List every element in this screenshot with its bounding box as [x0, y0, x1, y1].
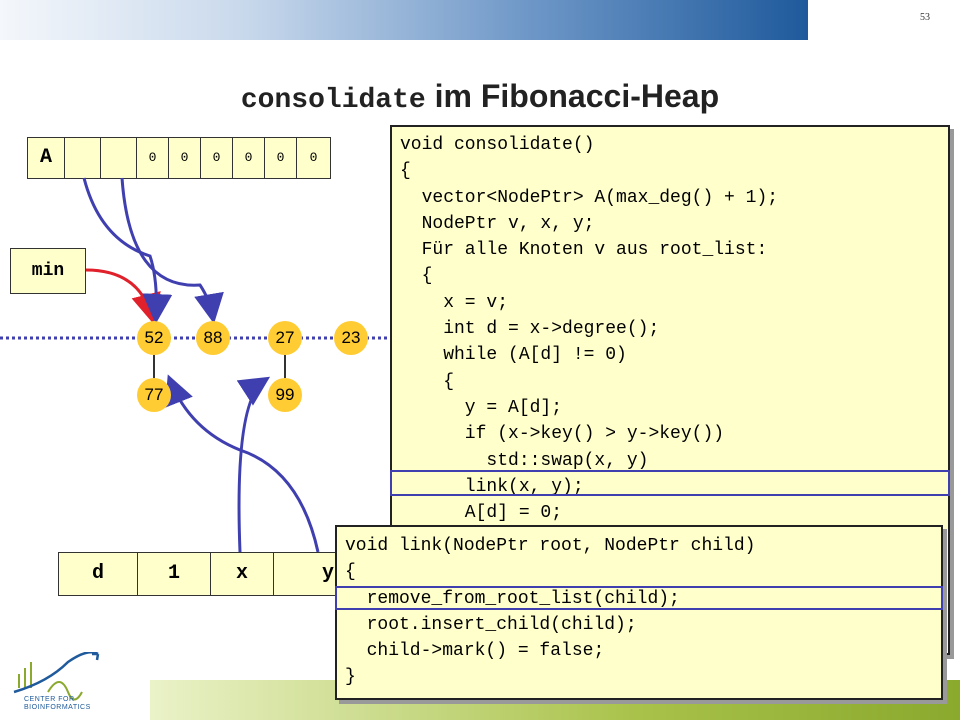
consolidate-code-line: NodePtr v, x, y;	[400, 213, 595, 234]
link-code-box: void link(NodePtr root, NodePtr child) {…	[335, 525, 943, 700]
consolidate-highlight	[390, 470, 950, 496]
min-label: min	[10, 248, 86, 294]
root-node: 23	[334, 321, 368, 355]
consolidate-code-line: Für alle Knoten v aus root_list:	[400, 240, 768, 261]
consolidate-code-line: {	[400, 371, 455, 392]
child-node: 99	[268, 378, 302, 412]
logo-line-2: BIOINFORMATICS	[24, 704, 91, 711]
title-code: consolidate	[240, 85, 426, 116]
link-code-line: void link(NodePtr root, NodePtr child)	[345, 536, 756, 556]
bioinformatics-logo-icon	[13, 652, 100, 701]
consolidate-code-line: link(x, y);	[400, 476, 584, 497]
consolidate-code-line: if (x->key() > y->key())	[400, 424, 725, 445]
consolidate-code-line: std::swap(x, y)	[400, 450, 649, 471]
array-a-cell: 0	[136, 137, 169, 179]
consolidate-code-line: y = A[d];	[400, 397, 563, 418]
consolidate-code: void consolidate() { vector<NodePtr> A(m…	[400, 132, 948, 553]
root-node: 52	[137, 321, 171, 355]
array-a-cell: 0	[168, 137, 201, 179]
min-pointer-arrow	[85, 268, 161, 324]
array-pointer-arrow-2	[120, 177, 224, 324]
x-pointer-arrow	[236, 376, 271, 553]
root-node: 88	[196, 321, 230, 355]
logo-line-1: CENTER FOR	[24, 696, 75, 703]
consolidate-code-line: x = v;	[400, 292, 509, 313]
root-node: 27	[268, 321, 302, 355]
array-a-cell: 0	[296, 137, 331, 179]
consolidate-code-line: {	[400, 161, 411, 182]
var-d-value: 1	[137, 552, 211, 596]
link-highlight	[335, 586, 943, 610]
consolidate-code-line: void consolidate()	[400, 135, 595, 155]
slide-title: consolidate im Fibonacci-Heap	[0, 78, 960, 116]
link-code-line: child->mark() = false;	[345, 641, 605, 662]
header-gradient-bar	[0, 0, 808, 40]
consolidate-code-line: A[d] = 0;	[400, 503, 563, 524]
link-code-line: root.insert_child(child);	[345, 614, 637, 635]
array-a-cell: 0	[264, 137, 297, 179]
var-d-label: d	[58, 552, 138, 596]
link-code-line: remove_from_root_list(child);	[345, 588, 680, 609]
array-a-cell: 0	[200, 137, 233, 179]
consolidate-code-line: while (A[d] != 0)	[400, 345, 627, 366]
child-node: 77	[137, 378, 171, 412]
array-a-cell	[64, 137, 101, 179]
var-x-label: x	[210, 552, 274, 596]
title-text: im Fibonacci-Heap	[425, 78, 720, 114]
consolidate-code-line: int d = x->degree();	[400, 319, 660, 340]
logo-text: CENTER FOR BIOINFORMATICS	[24, 696, 91, 712]
var-y-label: y	[273, 552, 343, 596]
link-code-line: {	[345, 562, 356, 583]
link-code-line: }	[345, 667, 356, 688]
consolidate-code-line: vector<NodePtr> A(max_deg() + 1);	[400, 187, 779, 208]
array-pointer-arrow-1	[82, 177, 173, 324]
page-number: 53	[920, 12, 930, 23]
link-code: void link(NodePtr root, NodePtr child) {…	[345, 533, 941, 691]
y-pointer-arrow	[164, 374, 320, 553]
consolidate-code-line: {	[400, 266, 433, 287]
